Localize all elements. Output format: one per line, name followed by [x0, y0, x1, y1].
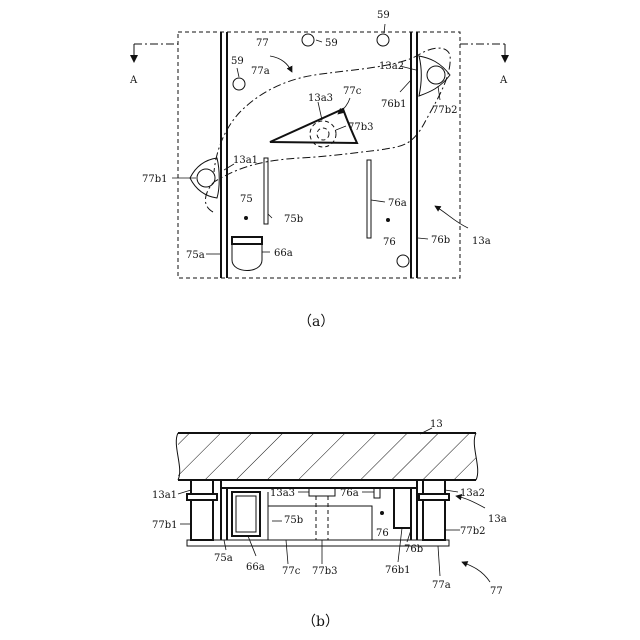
slab-13 — [176, 433, 477, 480]
label-59-mid: 59 — [325, 38, 338, 49]
bar-76a-section — [374, 488, 380, 498]
label-77b2-b: 77b2 — [460, 526, 486, 537]
label-13: 13 — [430, 419, 443, 430]
label-77a-b: 77a — [432, 580, 451, 591]
figure-a: A A — [129, 10, 508, 330]
label-77b1-b: 77b1 — [152, 520, 178, 531]
hole-59-left — [233, 78, 245, 90]
label-77c-b: 77c — [282, 566, 301, 577]
left-rail — [221, 32, 227, 278]
label-76b-b: 76b — [404, 544, 423, 555]
bar-75b — [264, 158, 268, 224]
boss-77b2 — [419, 56, 450, 96]
label-76a-b: 76a — [340, 488, 359, 499]
label-77c: 77c — [343, 86, 362, 97]
label-77b3-b: 77b3 — [312, 566, 338, 577]
section-mark-right: A — [499, 75, 508, 86]
hole-59-mid — [302, 34, 314, 46]
block-76b1 — [394, 488, 411, 528]
label-59-left: 59 — [231, 56, 244, 67]
label-66a-b: 66a — [246, 562, 265, 573]
label-76a: 76a — [388, 198, 407, 209]
boss-column-left — [187, 480, 217, 540]
label-77b2: 77b2 — [432, 105, 458, 116]
label-59-top: 59 — [377, 10, 390, 21]
label-75b: 75b — [284, 214, 303, 225]
label-75a: 75a — [186, 250, 205, 261]
section-line-a: A A — [129, 44, 508, 86]
hole-59-top-right — [377, 34, 389, 46]
label-76b: 76b — [431, 235, 450, 246]
pin-13a3 — [309, 488, 335, 540]
hole-bottom-right — [397, 255, 409, 267]
label-77-b: 77 — [490, 586, 503, 597]
label-77b3: 77b3 — [348, 122, 374, 133]
label-66a: 66a — [274, 248, 293, 259]
label-13a3: 13a3 — [308, 93, 333, 104]
label-76: 76 — [383, 237, 396, 248]
block-66a — [232, 237, 262, 271]
label-75: 75 — [240, 194, 253, 205]
point-75 — [244, 216, 248, 220]
label-77: 77 — [256, 38, 269, 49]
label-13a3-b: 13a3 — [270, 488, 295, 499]
bar-76a — [367, 160, 371, 238]
boss-column-right — [419, 480, 449, 540]
label-76b1: 76b1 — [381, 99, 407, 110]
label-13a-b: 13a — [488, 514, 507, 525]
arrow-77 — [270, 56, 292, 72]
label-13a1: 13a1 — [233, 155, 258, 166]
label-75a-b: 75a — [214, 553, 233, 564]
label-13a: 13a — [472, 236, 491, 247]
label-13a2-b: 13a2 — [460, 488, 485, 499]
member-77-outline — [205, 48, 450, 212]
label-13a1-b: 13a1 — [152, 490, 177, 501]
label-77b1: 77b1 — [142, 174, 168, 185]
figure-b: 13 13a1 13a3 76a 13a2 75b 13a 77b1 76 77… — [152, 419, 507, 630]
leader-lines-a — [172, 24, 440, 254]
label-76b1-b: 76b1 — [385, 565, 411, 576]
arrow-13a — [435, 206, 468, 228]
point-76 — [386, 218, 390, 222]
caption-a: （a） — [298, 314, 334, 330]
triangle-77c — [270, 109, 357, 147]
arrow-77-b — [462, 562, 490, 582]
label-77a: 77a — [251, 66, 270, 77]
section-mark-left: A — [129, 75, 138, 86]
label-76-b: 76 — [376, 528, 389, 539]
point-76-section — [380, 511, 384, 515]
label-13a2: 13a2 — [379, 61, 404, 72]
label-75b-b: 75b — [284, 515, 303, 526]
block-66a-section — [232, 492, 260, 536]
caption-b: （b） — [302, 614, 339, 630]
